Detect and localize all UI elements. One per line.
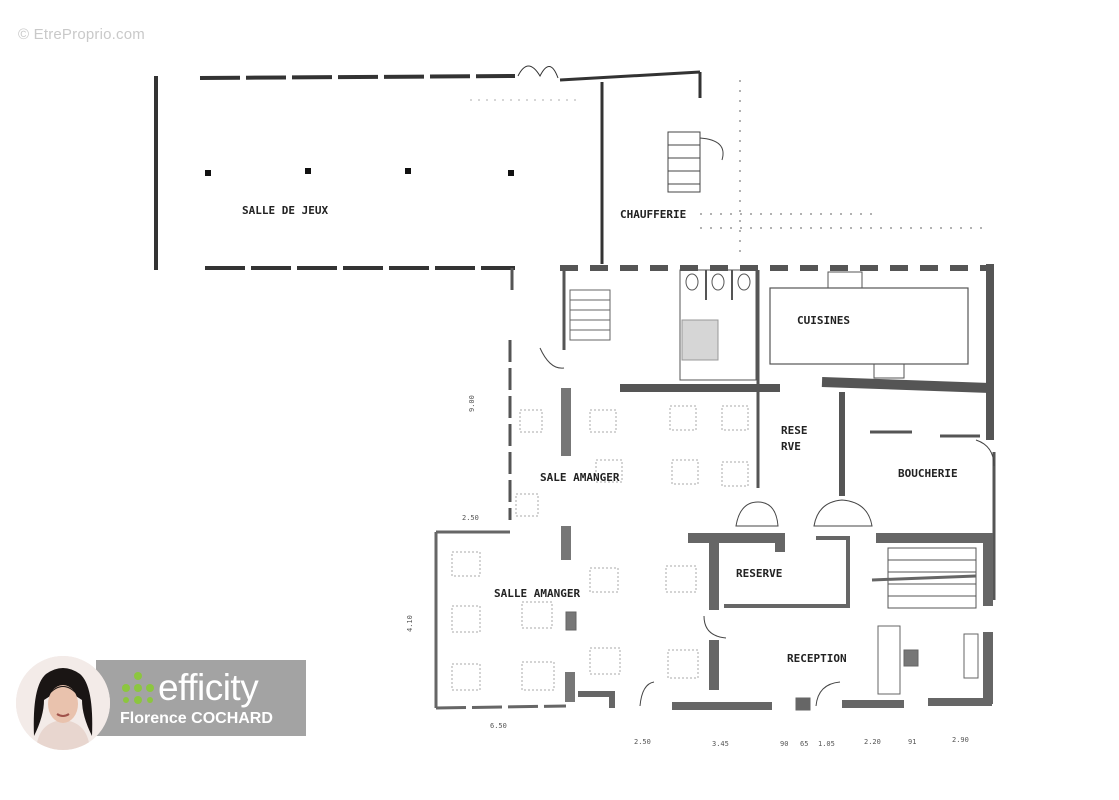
room-label-sale-amanger: SALE AMANGER (540, 471, 620, 484)
dimension-label: 65 (800, 740, 808, 748)
door-swings (539, 347, 995, 707)
watermark-text: © EtreProprio.com (18, 26, 145, 43)
brand-name: efficity (158, 667, 259, 708)
walls-lower-block (434, 526, 993, 711)
dimension-label: 91 (908, 738, 916, 746)
kitchen-counter (769, 287, 969, 365)
room-label-cuisines: CUISINES (797, 314, 850, 327)
pillars (205, 168, 514, 176)
dimension-label: 2.50 (462, 514, 479, 522)
room-label-reception: RECEPTION (787, 652, 847, 665)
room-label-reserve-part1: RESE (781, 424, 808, 437)
toilets (679, 269, 757, 381)
efficity-logo-icon (122, 672, 154, 704)
dimension-label: 2.20 (864, 738, 881, 746)
stairs-south (887, 547, 977, 609)
dimension-label: 2.90 (952, 736, 969, 744)
dimension-label: 2.50 (634, 738, 651, 746)
stove (827, 271, 863, 289)
walls-main-block (508, 264, 996, 600)
dimension-label: 3.45 (712, 740, 729, 748)
stairs-chaufferie (667, 131, 724, 193)
room-label-salle-de-jeux: SALLE DE JEUX (242, 204, 328, 217)
dining-tables (451, 405, 749, 691)
sink (873, 363, 905, 379)
dimension-label: 1.05 (818, 740, 835, 748)
dimension-label: 4.10 (406, 615, 414, 632)
room-label-chaufferie: CHAUFFERIE (620, 208, 686, 221)
agent-avatar[interactable] (16, 656, 110, 750)
agent-badge[interactable]: efficity Florence COCHARD (96, 660, 306, 736)
agent-name: Florence COCHARD (120, 710, 273, 727)
room-label-boucherie: BOUCHERIE (898, 467, 958, 480)
dimension-label: 9.00 (468, 395, 476, 412)
room-label-salle-amanger: SALLE AMANGER (494, 587, 580, 600)
room-label-reserve-part2: RVE (781, 440, 801, 453)
dimension-label: 90 (780, 740, 788, 748)
stairs-entrance (569, 289, 611, 341)
dimension-label: 6.50 (490, 722, 507, 730)
avatar-icon (16, 656, 110, 750)
dotted-guides (700, 80, 990, 260)
room-label-reserve: RESERVE (736, 567, 782, 580)
wall-group-salle-de-jeux (154, 65, 702, 270)
